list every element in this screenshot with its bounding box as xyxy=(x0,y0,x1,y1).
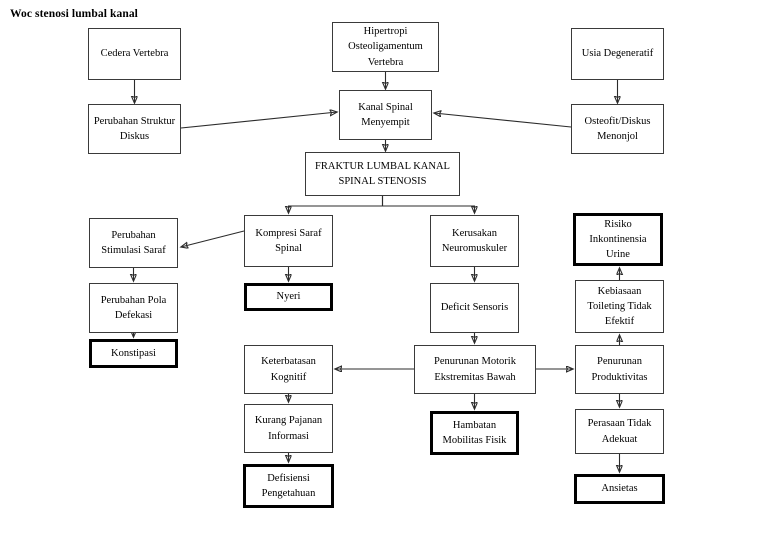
node-label-osteofit: Osteofit/Diskus Menonjol xyxy=(584,115,651,142)
node-perasaan_tidak_adekuat[interactable]: Perasaan Tidak Adekuat xyxy=(575,409,664,454)
node-label-fraktur_lumbal: FRAKTUR LUMBAL KANAL SPINAL STENOSIS xyxy=(315,160,450,187)
node-label-perasaan_tidak_adekuat: Perasaan Tidak Adekuat xyxy=(587,418,652,445)
node-fraktur_lumbal[interactable]: FRAKTUR LUMBAL KANAL SPINAL STENOSIS xyxy=(305,152,460,196)
node-label-cedera_vertebra: Cedera Vertebra xyxy=(100,48,169,60)
node-label-ansietas: Ansietas xyxy=(601,483,638,495)
node-perubahan_pola[interactable]: Perubahan Pola Defekasi xyxy=(89,283,178,333)
node-penurunan_motorik[interactable]: Penurunan Motorik Ekstremitas Bawah xyxy=(414,345,536,394)
node-kanal_spinal[interactable]: Kanal Spinal Menyempit xyxy=(339,90,432,140)
node-label-kebiasaan_toileting: Kebiasaan Toileting Tidak Efektif xyxy=(587,285,652,328)
edge-kompresi-to-stimulasi xyxy=(181,230,245,247)
node-penurunan_produktivitas[interactable]: Penurunan Produktivitas xyxy=(575,345,664,394)
node-label-perubahan_struktur: Perubahan Struktur Diskus xyxy=(93,115,176,142)
node-label-hipertropi: Hipertropi Osteoligamentum Vertebra xyxy=(348,26,423,68)
node-konstipasi[interactable]: Konstipasi xyxy=(89,339,178,368)
node-perubahan_stimulasi[interactable]: Perubahan Stimulasi Saraf xyxy=(89,218,178,268)
page-title: Woc stenosi lumbal kanal xyxy=(10,8,138,20)
node-label-penurunan_produktivitas: Penurunan Produktivitas xyxy=(591,356,648,383)
node-label-penurunan_motorik: Penurunan Motorik Ekstremitas Bawah xyxy=(434,356,516,383)
node-label-perubahan_stimulasi: Perubahan Stimulasi Saraf xyxy=(101,229,166,256)
node-label-perubahan_pola: Perubahan Pola Defekasi xyxy=(100,294,167,321)
node-label-hambatan_mobilitas: Hambatan Mobilitas Fisik xyxy=(442,419,507,446)
node-ansietas[interactable]: Ansietas xyxy=(574,474,665,504)
node-hipertropi[interactable]: Hipertropi Osteoligamentum Vertebra xyxy=(332,22,439,72)
node-keterbatasan_kognitif[interactable]: Keterbatasan Kognitif xyxy=(244,345,333,394)
node-nyeri[interactable]: Nyeri xyxy=(244,283,333,311)
edge-fraktur-to-kerusakan xyxy=(381,196,475,213)
node-risiko_inkontinensia[interactable]: Risiko Inkontinensia Urine xyxy=(573,213,663,266)
node-kerusakan_neuro[interactable]: Kerusakan Neuromuskuler xyxy=(430,215,519,267)
edge-perubahan-to-kanal xyxy=(180,112,337,129)
node-label-kurang_pajanan: Kurang Pajanan Informasi xyxy=(254,415,323,442)
node-label-kanal_spinal: Kanal Spinal Menyempit xyxy=(358,101,413,128)
node-label-deficit_sensoris: Deficit Sensoris xyxy=(440,302,509,314)
node-usia_degeneratif[interactable]: Usia Degeneratif xyxy=(571,28,664,80)
node-label-defisiensi_pengetahuan: Defisiensi Pengetahuan xyxy=(261,472,316,499)
node-kurang_pajanan[interactable]: Kurang Pajanan Informasi xyxy=(244,404,333,453)
edge-osteofit-to-kanal xyxy=(434,113,572,128)
node-label-nyeri: Nyeri xyxy=(276,291,301,303)
node-label-kompresi_saraf: Kompresi Saraf Spinal xyxy=(255,227,322,254)
node-label-risiko_inkontinensia: Risiko Inkontinensia Urine xyxy=(589,218,647,261)
node-defisiensi_pengetahuan[interactable]: Defisiensi Pengetahuan xyxy=(243,464,334,508)
node-deficit_sensoris[interactable]: Deficit Sensoris xyxy=(430,283,519,333)
node-label-usia_degeneratif: Usia Degeneratif xyxy=(581,48,654,60)
node-perubahan_struktur[interactable]: Perubahan Struktur Diskus xyxy=(88,104,181,154)
node-label-kerusakan_neuro: Kerusakan Neuromuskuler xyxy=(441,227,508,254)
node-kompresi_saraf[interactable]: Kompresi Saraf Spinal xyxy=(244,215,333,267)
node-label-keterbatasan_kognitif: Keterbatasan Kognitif xyxy=(261,356,316,383)
node-hambatan_mobilitas[interactable]: Hambatan Mobilitas Fisik xyxy=(430,411,519,455)
node-osteofit[interactable]: Osteofit/Diskus Menonjol xyxy=(571,104,664,154)
node-kebiasaan_toileting[interactable]: Kebiasaan Toileting Tidak Efektif xyxy=(575,280,664,333)
node-label-konstipasi: Konstipasi xyxy=(111,347,156,359)
node-cedera_vertebra[interactable]: Cedera Vertebra xyxy=(88,28,181,80)
edge-fraktur-to-kompresi xyxy=(289,196,384,213)
